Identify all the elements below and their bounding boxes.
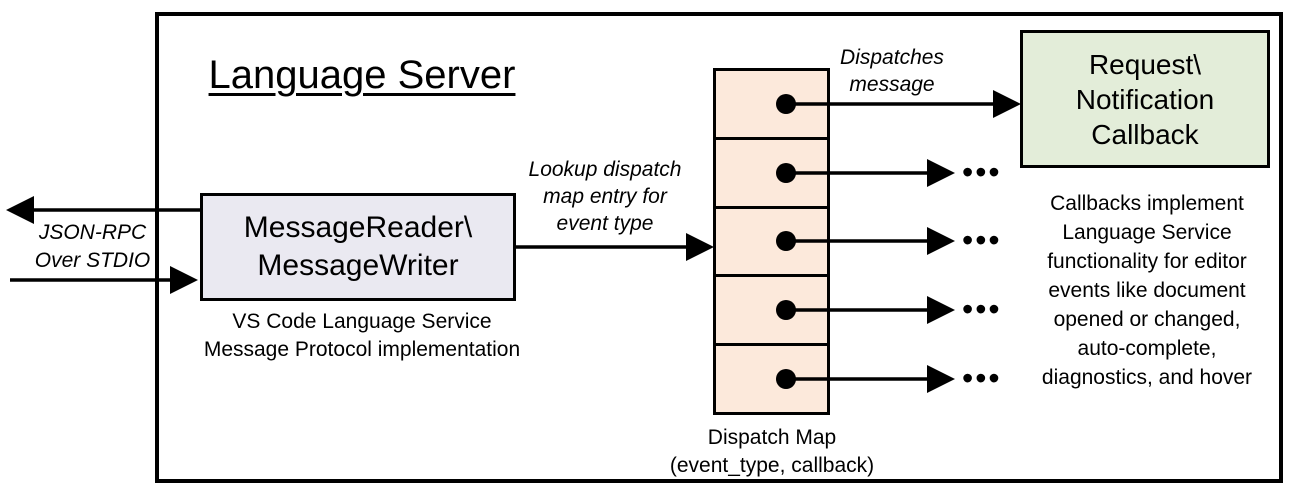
dispatch-map-cell xyxy=(716,205,827,275)
message-reader-writer-label: MessageReader\ MessageWriter xyxy=(243,211,473,282)
json-rpc-stdio-label: JSON-RPC Over STDIO xyxy=(34,221,151,272)
dispatch-map-cell xyxy=(716,343,827,412)
dispatch-map-cell xyxy=(716,136,827,206)
dispatch-map-caption: Dispatch Map (event_type, callback) xyxy=(669,426,875,477)
dispatch-map-cell xyxy=(716,71,827,137)
request-notification-callback-box: Request\ Notification Callback xyxy=(1020,30,1270,168)
callback-box-label: Request\ Notification Callback xyxy=(1075,48,1215,150)
ellipsis: ••• xyxy=(962,222,1002,258)
lookup-dispatch-label: Lookup dispatch map entry for event type xyxy=(528,158,682,235)
ellipsis: ••• xyxy=(962,360,1002,396)
callbacks-description: Callbacks implement Language Service fun… xyxy=(1041,192,1253,389)
dispatch-map xyxy=(713,68,830,415)
message-reader-writer-box: MessageReader\ MessageWriter xyxy=(200,193,516,301)
dispatches-message-label: Dispatches message xyxy=(840,46,944,96)
message-reader-caption: VS Code Language Service Message Protoco… xyxy=(203,310,521,361)
dispatch-map-cell xyxy=(716,274,827,343)
ellipsis: ••• xyxy=(962,291,1002,327)
language-server-box xyxy=(155,12,1283,483)
diagram-title: Language Server xyxy=(208,53,516,97)
ellipsis: ••• xyxy=(962,154,1002,190)
